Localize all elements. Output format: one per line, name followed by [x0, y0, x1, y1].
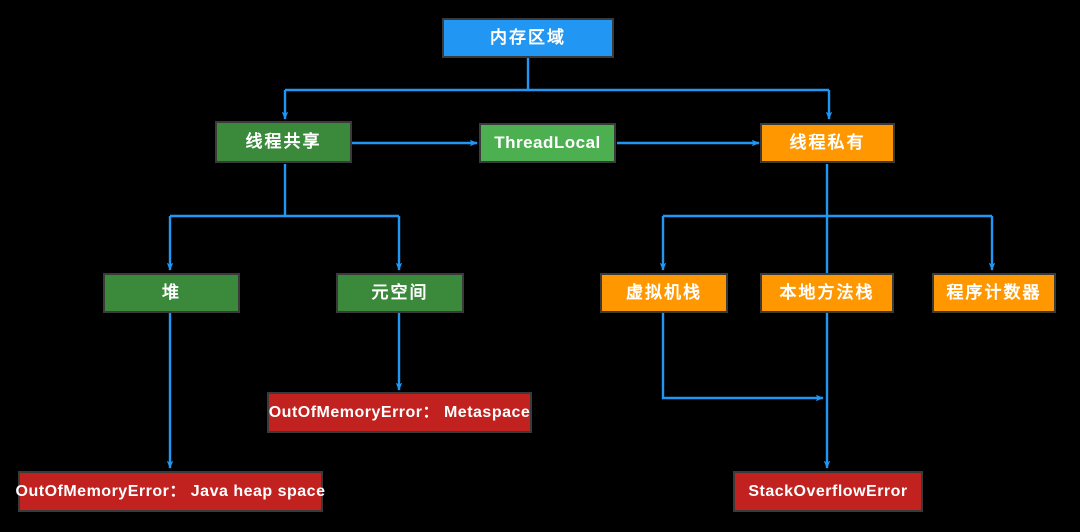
node-vm-stack[interactable]: 虚拟机栈	[600, 273, 728, 313]
node-thread-shared[interactable]: 线程共享	[215, 121, 352, 163]
node-heap[interactable]: 堆	[103, 273, 240, 313]
node-oom-heap[interactable]: OutOfMemoryError： Java heap space	[16, 471, 325, 512]
node-program-counter[interactable]: 程序计数器	[932, 273, 1056, 313]
edge-vm-stack-to-join	[661, 312, 824, 402]
node-threadlocal[interactable]: ThreadLocal	[479, 123, 616, 163]
node-metaspace[interactable]: 元空间	[336, 273, 464, 313]
node-thread-private[interactable]: 线程私有	[760, 123, 895, 163]
node-native-method-stack[interactable]: 本地方法栈	[760, 273, 894, 313]
node-memory-area[interactable]: 内存区域	[442, 18, 614, 58]
node-oom-metaspace[interactable]: OutOfMemoryError： Metaspace	[267, 392, 532, 433]
node-stack-overflow[interactable]: StackOverflowError	[733, 471, 923, 512]
